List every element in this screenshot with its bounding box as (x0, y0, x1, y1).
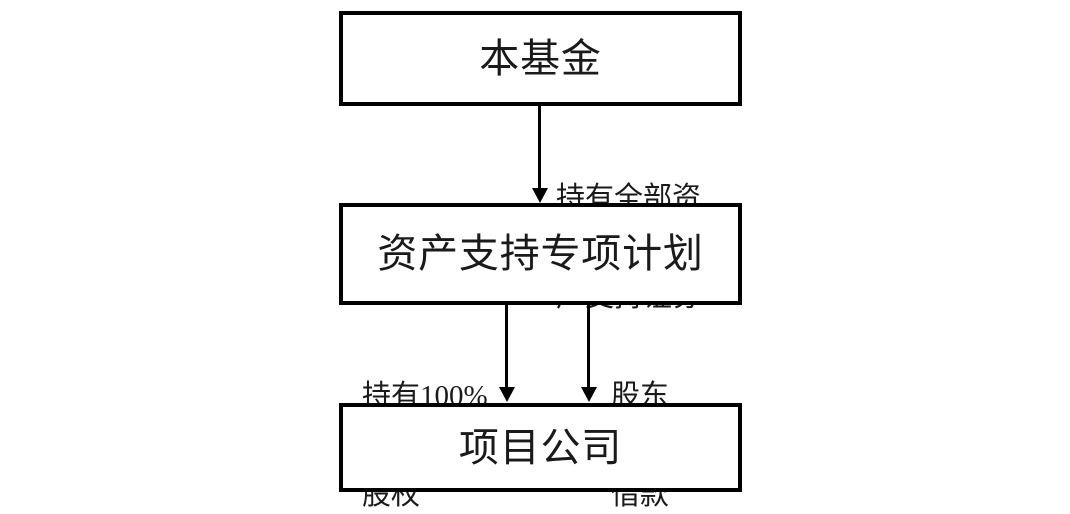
arrow-plan-to-projectco-equity-head (499, 387, 515, 402)
arrow-fund-to-plan-shaft (538, 106, 541, 192)
arrow-plan-to-projectco-loan-shaft (587, 305, 590, 391)
node-fund[interactable]: 本基金 (339, 11, 742, 106)
node-plan[interactable]: 资产支持专项计划 (339, 203, 742, 305)
node-plan-label: 资产支持专项计划 (377, 231, 704, 276)
arrow-fund-to-plan-head (532, 188, 548, 203)
arrow-plan-to-projectco-loan-head (581, 387, 597, 402)
node-projectco[interactable]: 项目公司 (339, 403, 742, 492)
arrow-plan-to-projectco-equity-shaft (505, 305, 508, 391)
node-fund-label: 本基金 (479, 35, 602, 81)
node-projectco-label: 项目公司 (458, 424, 623, 470)
